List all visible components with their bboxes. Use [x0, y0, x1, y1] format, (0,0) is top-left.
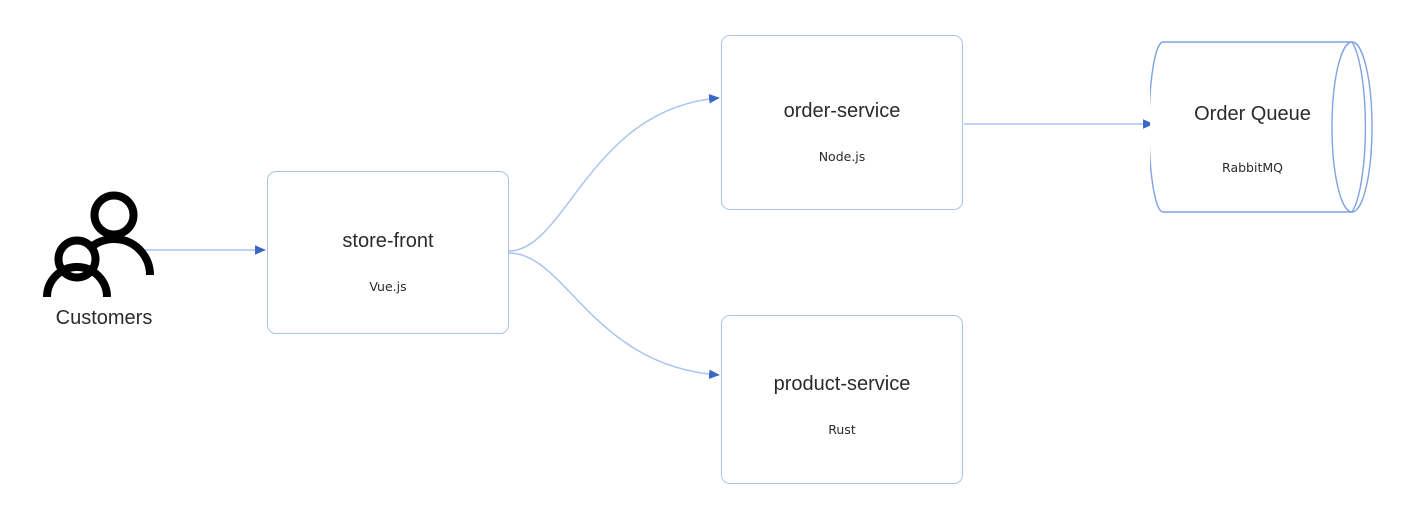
edge-store-front-to-product-service [508, 252, 720, 380]
node-order-service-title: order-service [783, 100, 901, 122]
node-product-service-subtitle: Rust [828, 422, 856, 437]
edge-store-front-to-order-service [508, 94, 720, 252]
node-store-front-subtitle: Vue.js [369, 279, 407, 294]
node-store-front-title: store-front [342, 230, 434, 252]
node-order-queue-subtitle: RabbitMQ [1222, 160, 1283, 175]
cylinder-shape [1150, 41, 1373, 213]
node-order-service[interactable]: order-service Node.js [721, 35, 963, 210]
node-order-queue[interactable]: Order Queue RabbitMQ [1150, 32, 1390, 226]
node-product-service[interactable]: product-service Rust [721, 315, 963, 484]
two-people-icon [38, 191, 154, 298]
node-order-queue-title: Order Queue [1194, 103, 1311, 125]
node-order-service-subtitle: Node.js [818, 149, 866, 164]
actor-customers[interactable]: Customers [38, 190, 173, 340]
actor-customers-label: Customers [55, 307, 153, 329]
node-product-service-title: product-service [773, 373, 911, 395]
node-store-front[interactable]: store-front Vue.js [267, 171, 509, 334]
